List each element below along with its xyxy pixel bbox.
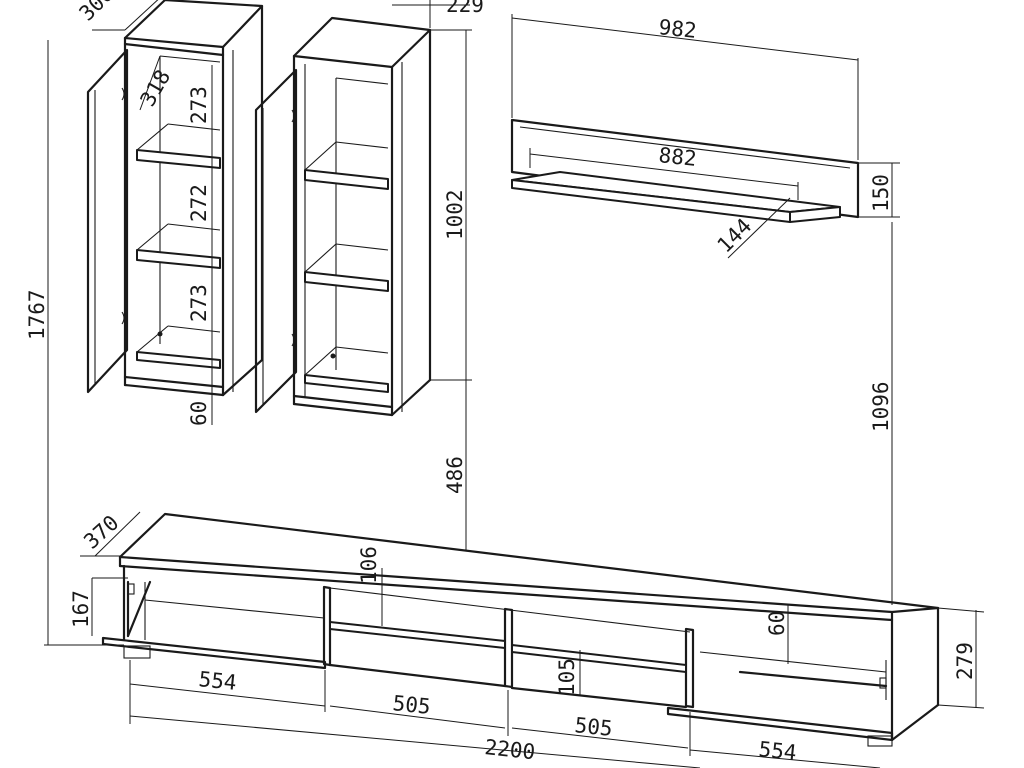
label-sec4: 554: [757, 737, 797, 765]
dimension-lines: [44, 0, 985, 768]
label-sec3: 505: [573, 713, 613, 741]
label-tv-inner: 167: [69, 590, 93, 628]
label-tv-width: 2200: [483, 735, 536, 764]
label-shelf-width: 982: [657, 15, 697, 43]
label-cab-gap: 229: [446, 0, 484, 17]
label-inner-depth: 318: [136, 66, 176, 111]
label-tv-60: 60: [765, 611, 789, 636]
label-shelf-elev: 1096: [869, 381, 893, 432]
label-shelf-inner: 882: [657, 143, 697, 171]
tv-stand: [101, 512, 940, 747]
label-cab-depth: 300: [75, 0, 119, 26]
label-shelf-height: 150: [869, 174, 893, 212]
wall-shelf: [510, 118, 860, 223]
label-tv-top: 106: [357, 546, 381, 584]
label-comp-mid: 272: [187, 184, 211, 222]
label-tv-depth: 370: [79, 510, 123, 553]
label-comp-top: 273: [187, 86, 211, 124]
left-wall-cabinet: [86, 0, 264, 397]
label-tv-105: 105: [555, 658, 579, 696]
label-total-height: 1767: [25, 289, 49, 340]
label-tv-height: 279: [953, 642, 977, 680]
middle-wall-cabinet: [254, 16, 432, 417]
label-sec1: 554: [197, 667, 237, 695]
label-comp-bot: 273: [187, 284, 211, 322]
label-cab-height: 1002: [443, 189, 467, 240]
label-sec2: 505: [391, 691, 431, 719]
label-plinth: 60: [187, 401, 211, 426]
label-shelf-depth: 144: [713, 214, 757, 258]
label-gap-height: 486: [443, 456, 467, 494]
